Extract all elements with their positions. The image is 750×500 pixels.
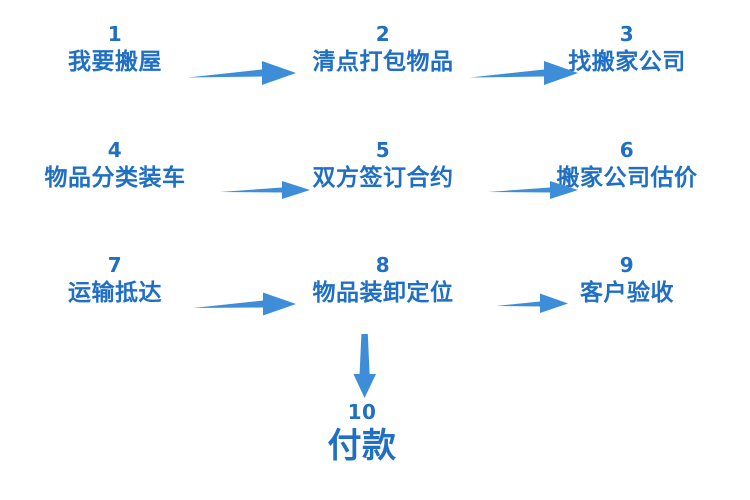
step-number-8: 8	[375, 253, 391, 277]
step-node-4[interactable]: 4 物品分类装车	[45, 138, 186, 194]
step-label-5: 双方签订合约	[312, 165, 454, 191]
step-node-6[interactable]: 6 搬家公司估价	[557, 138, 698, 194]
arrow-step-2-to-3	[470, 58, 580, 88]
step-number-10: 10	[347, 400, 377, 424]
arrow-step-8-to-10	[348, 334, 384, 400]
step-node-5[interactable]: 5 双方签订合约	[313, 138, 454, 194]
step-node-3[interactable]: 3 找搬家公司	[568, 22, 686, 78]
step-node-1[interactable]: 1 我要搬屋	[68, 22, 162, 78]
arrow-step-5-to-6	[488, 179, 580, 201]
step-node-9[interactable]: 9 客户验收	[580, 253, 674, 309]
step-number-3: 3	[619, 22, 635, 46]
arrow-step-4-to-5	[220, 179, 312, 201]
arrow-step-8-to-9	[496, 291, 570, 315]
step-number-1: 1	[107, 22, 123, 46]
step-node-10[interactable]: 10 付款	[328, 400, 397, 468]
step-label-1: 我要搬屋	[68, 49, 162, 75]
step-number-9: 9	[619, 253, 635, 277]
step-node-2[interactable]: 2 清点打包物品	[313, 22, 454, 78]
step-label-6: 搬家公司估价	[556, 165, 698, 191]
arrow-step-7-to-8	[193, 290, 298, 318]
step-label-10: 付款	[327, 426, 397, 466]
arrow-step-1-to-2	[188, 58, 298, 88]
step-label-9: 客户验收	[580, 280, 674, 306]
step-number-5: 5	[375, 138, 391, 162]
step-label-7: 运输抵达	[68, 280, 162, 306]
step-label-8: 物品装卸定位	[312, 280, 454, 306]
step-number-7: 7	[107, 253, 123, 277]
step-number-6: 6	[619, 138, 635, 162]
step-number-2: 2	[375, 22, 391, 46]
step-node-7[interactable]: 7 运输抵达	[68, 253, 162, 309]
step-node-8[interactable]: 8 物品装卸定位	[313, 253, 454, 309]
step-number-4: 4	[107, 138, 123, 162]
step-label-4: 物品分类装车	[44, 165, 186, 191]
step-label-2: 清点打包物品	[312, 49, 454, 75]
step-label-3: 找搬家公司	[568, 49, 686, 75]
